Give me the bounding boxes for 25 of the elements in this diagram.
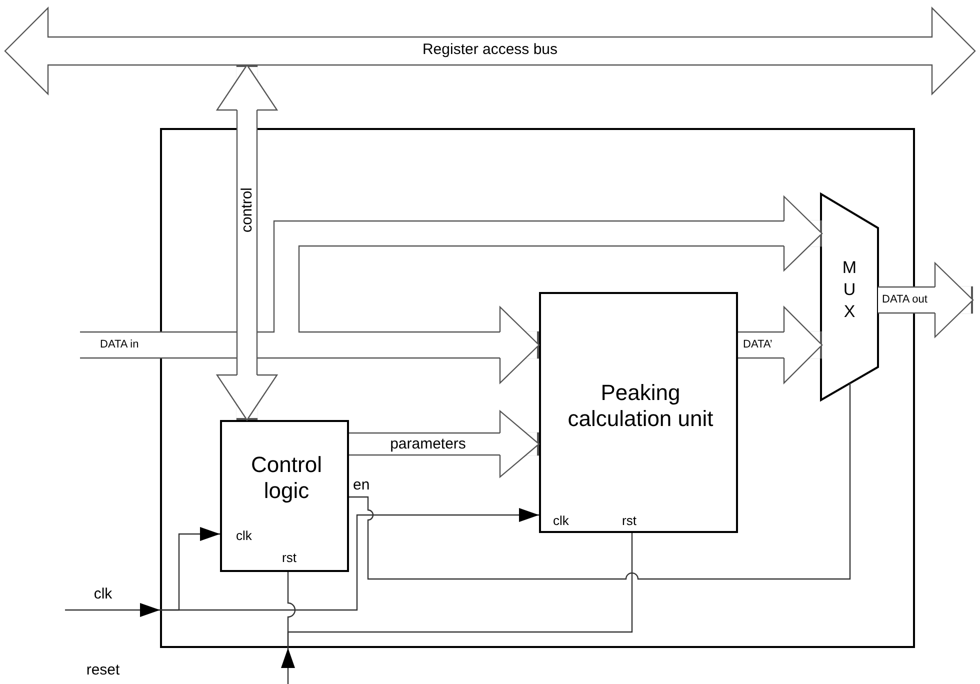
port-label: clk <box>236 528 252 544</box>
port-label: clk <box>553 513 569 529</box>
port-label: rst <box>282 550 296 566</box>
block-label: Control logic <box>250 452 323 505</box>
multiplexer-shape <box>821 194 878 400</box>
signal-name: reset <box>86 661 120 679</box>
signal-wire <box>287 533 633 648</box>
signal-wire <box>281 648 295 684</box>
bus-label: Register access bus <box>421 41 559 59</box>
port-label: rst <box>622 513 636 529</box>
edge-label: en <box>353 476 370 494</box>
signal-wire <box>160 508 539 611</box>
edge-label: DATA in <box>100 338 139 352</box>
signal-wire <box>349 383 851 580</box>
process-box <box>220 420 349 572</box>
edge-label: DATA’ <box>743 338 772 352</box>
signal-wire <box>65 603 160 617</box>
edge-label: control <box>238 187 256 233</box>
bus-arrow <box>5 8 975 94</box>
edge-label: parameters <box>390 435 466 453</box>
mux-label: MUX <box>841 257 858 324</box>
process-box <box>539 292 738 533</box>
edge-label: DATA out <box>882 294 928 306</box>
edge-label: clk <box>94 585 112 603</box>
block-label: Peaking calculation unit <box>566 380 714 433</box>
